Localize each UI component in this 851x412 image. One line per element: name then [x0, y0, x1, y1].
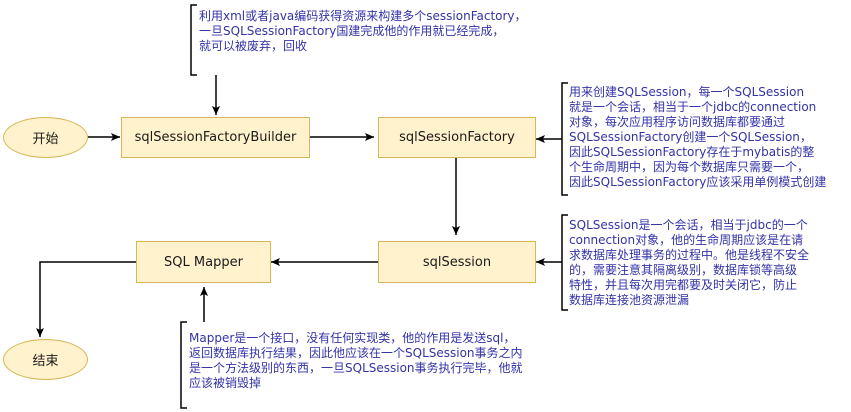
- mapper-label: SQL Mapper: [164, 254, 243, 270]
- builder-note: 利用xml或者java编码获得资源来构建多个sessionFactory， 一旦…: [199, 9, 527, 53]
- note-bracket-factory: [561, 82, 568, 196]
- factory-node: sqlSessionFactory: [378, 117, 536, 158]
- builder-label: sqlSessionFactoryBuilder: [134, 130, 297, 145]
- session-note: SQLSession是一个会话，相当于jdbc的一个 connection对象，…: [569, 218, 810, 307]
- session-node: sqlSession: [378, 241, 536, 283]
- note-bracket-builder: [190, 4, 197, 76]
- mapper-note: Mapper是一个接口，没有任何实现类，他的作用是发送sql， 返回数据库执行结…: [189, 331, 523, 390]
- start-label: 开始: [32, 132, 59, 147]
- end-node: 结束: [3, 339, 88, 380]
- builder-node: sqlSessionFactoryBuilder: [121, 117, 310, 158]
- note-bracket-session: [561, 214, 568, 311]
- arrow-mapper-to-end: [36, 261, 136, 337]
- end-label: 结束: [32, 354, 59, 369]
- factory-label: sqlSessionFactory: [399, 130, 515, 145]
- note-bracket-mapper: [180, 321, 187, 409]
- mapper-node: SQL Mapper: [136, 241, 271, 283]
- factory-note: 用来创建SQLSession，每一个SQLSession 就是一个会话，相当于一…: [569, 85, 827, 189]
- start-node: 开始: [3, 117, 88, 158]
- session-label: sqlSession: [422, 254, 492, 270]
